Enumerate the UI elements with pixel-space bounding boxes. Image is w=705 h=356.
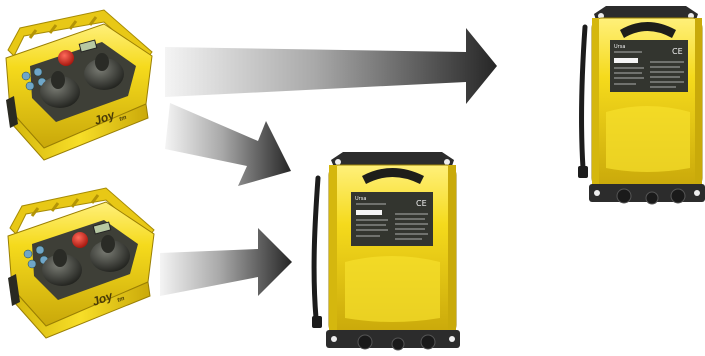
receiver-center-ce-mark: CE [416,199,427,208]
receiver-center-label-header: Ursa [355,196,366,202]
transmitter-top: Joy tm [6,10,152,160]
arrow-top-to-right [165,28,497,104]
receiver-right-label-header: Ursa [614,44,625,50]
receiver-right: Ursa CE [578,6,705,204]
arrow-bottom-to-center [160,228,292,296]
receiver-right-ce-mark: CE [672,47,683,56]
receiver-center: Ursa CE [312,152,460,350]
arrow-top-to-center [165,103,291,186]
transmitter-bottom: Joy tm [8,188,154,338]
